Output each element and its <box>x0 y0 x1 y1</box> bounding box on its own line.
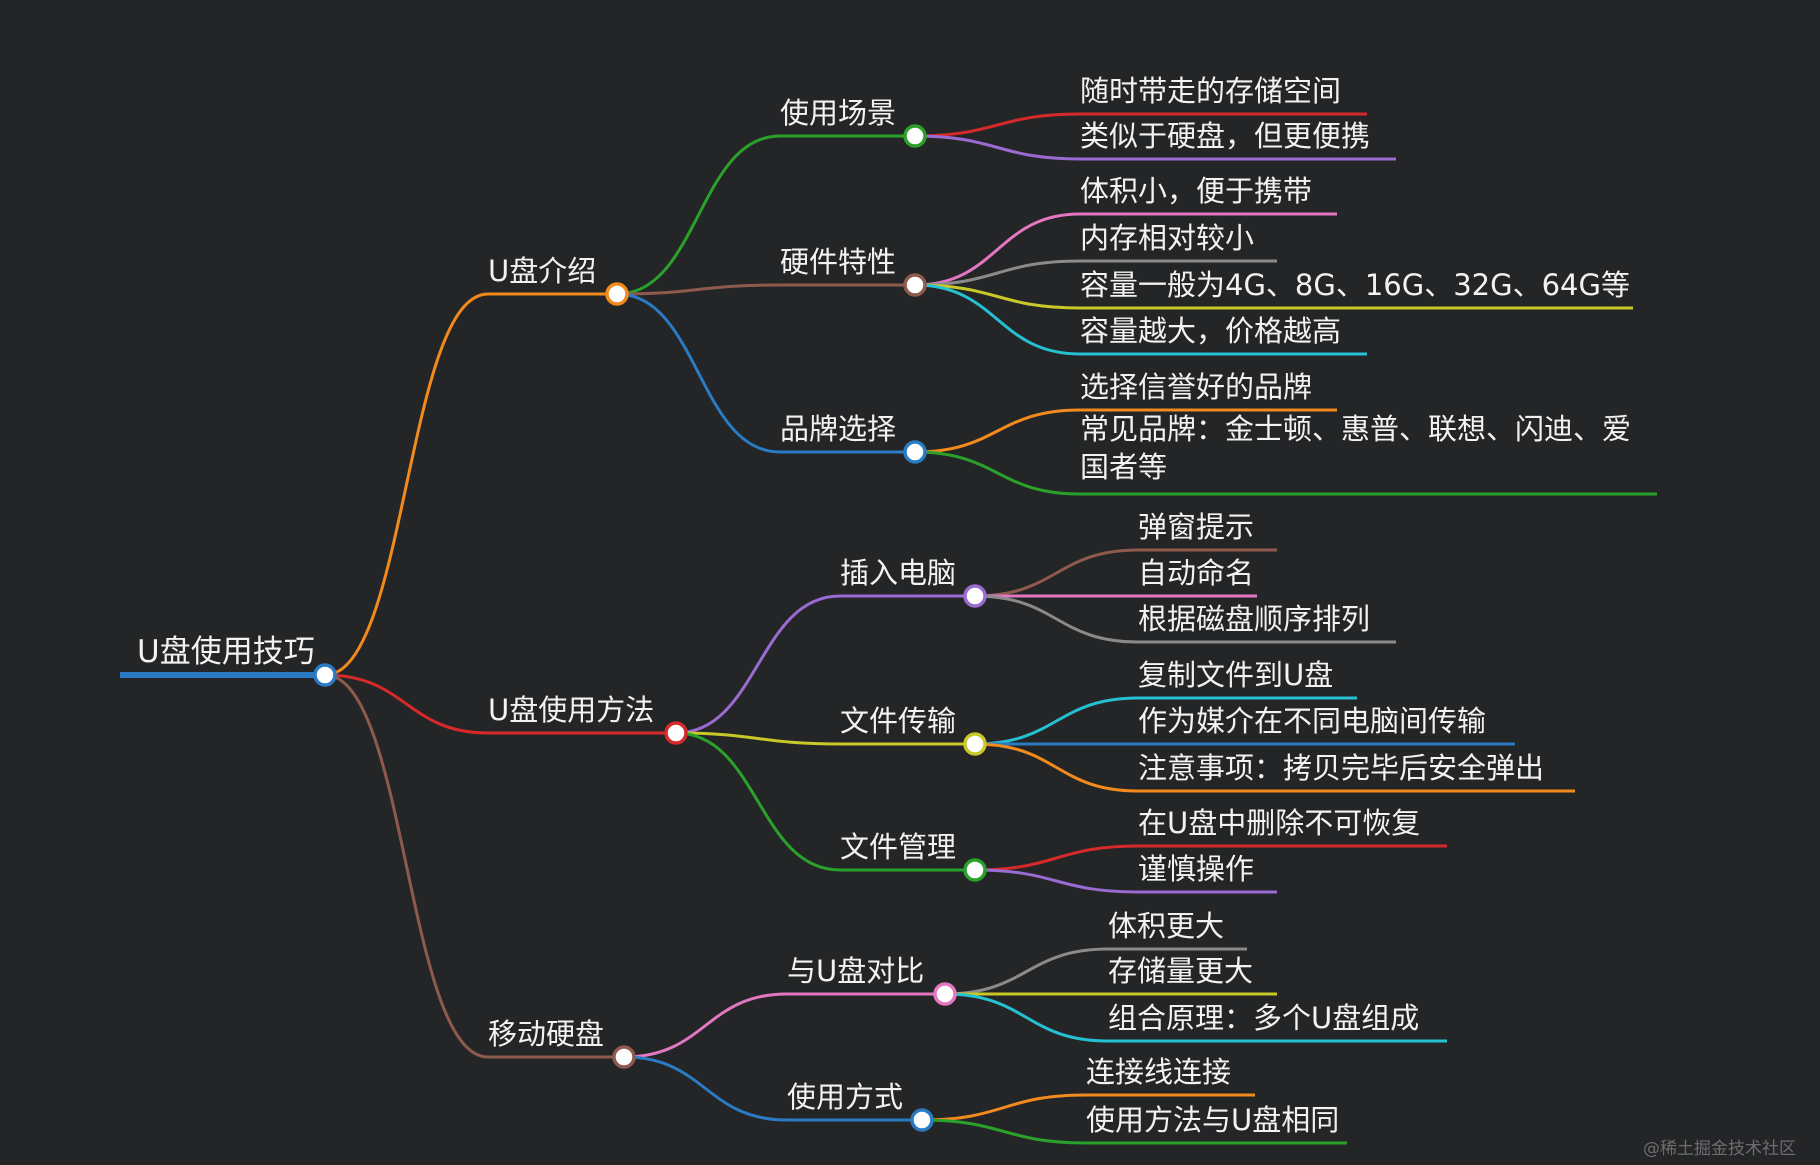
sub-topic-1-0[interactable]: 插入电脑 <box>840 556 957 590</box>
connector-sub-2-0-to-leaf-0 <box>944 947 1109 996</box>
connector-sub-0-1-to-leaf-1 <box>914 259 1081 287</box>
leaf-topic-0-2-0[interactable]: 选择信誉好的品牌 <box>1080 370 1313 404</box>
connector-branch-1-to-sub-1 <box>675 731 841 746</box>
connector-sub-1-2-to-leaf-0 <box>974 844 1139 872</box>
connector-sub-1-0-to-leaf-0 <box>974 548 1139 598</box>
branch-1-topic[interactable]: U盘使用方法 <box>488 693 655 727</box>
sub-0-2-knob[interactable] <box>903 440 927 464</box>
sub-topic-2-0[interactable]: 与U盘对比 <box>787 954 925 988</box>
connector-sub-2-1-to-leaf-0 <box>921 1093 1087 1122</box>
connector-branch-0-to-sub-1 <box>616 283 781 296</box>
sub-0-1-knob[interactable] <box>903 273 927 297</box>
sub-topic-2-1[interactable]: 使用方式 <box>787 1080 904 1114</box>
leaf-topic-1-1-2[interactable]: 注意事项：拷贝完毕后安全弹出 <box>1138 751 1545 785</box>
sub-topic-0-0[interactable]: 使用场景 <box>780 96 897 130</box>
leaf-topic-2-0-2[interactable]: 组合原理：多个U盘组成 <box>1108 1001 1420 1035</box>
leaf-topic-0-0-1[interactable]: 类似于硬盘，但更便携 <box>1080 119 1371 153</box>
connector-sub-0-0-to-leaf-1 <box>914 134 1081 161</box>
leaf-topic-1-2-1[interactable]: 谨慎操作 <box>1138 852 1255 886</box>
connector-sub-1-2-to-leaf-1 <box>974 868 1139 894</box>
connector-root-to-branch-2 <box>324 673 489 1059</box>
leaf-topic-1-1-1[interactable]: 作为媒介在不同电脑间传输 <box>1138 704 1487 738</box>
branch-0-knob[interactable] <box>605 282 629 306</box>
leaf-topic-2-0-0[interactable]: 体积更大 <box>1108 909 1225 943</box>
connector-sub-1-0-to-leaf-2 <box>974 594 1139 644</box>
sub-topic-0-2[interactable]: 品牌选择 <box>780 412 897 446</box>
sub-topic-0-1[interactable]: 硬件特性 <box>780 245 897 279</box>
connector-sub-1-1-to-leaf-2 <box>974 742 1139 793</box>
leaf-topic-2-1-1[interactable]: 使用方法与U盘相同 <box>1086 1103 1340 1137</box>
watermark: @稀土掘金技术社区 <box>1643 1139 1796 1159</box>
leaf-topic-1-0-0[interactable]: 弹窗提示 <box>1138 510 1255 544</box>
leaf-topic-0-1-1[interactable]: 内存相对较小 <box>1080 221 1255 255</box>
connector-sub-2-1-to-leaf-1 <box>921 1118 1087 1145</box>
branch-2-topic[interactable]: 移动硬盘 <box>488 1017 605 1051</box>
leaf-topic-1-0-1[interactable]: 自动命名 <box>1138 556 1255 590</box>
sub-1-2-knob[interactable] <box>963 858 987 882</box>
root-node-knob[interactable] <box>313 663 337 687</box>
sub-2-0-knob[interactable] <box>933 982 957 1006</box>
sub-topic-1-1[interactable]: 文件传输 <box>840 704 957 738</box>
connector-branch-2-to-sub-1 <box>623 1055 788 1122</box>
sub-1-1-knob[interactable] <box>963 732 987 756</box>
sub-2-1-knob[interactable] <box>910 1108 934 1132</box>
sub-0-0-knob[interactable] <box>903 124 927 148</box>
leaf-topic-1-1-0[interactable]: 复制文件到U盘 <box>1138 658 1334 692</box>
connector-sub-0-0-to-leaf-0 <box>914 112 1081 138</box>
connector-sub-1-1-to-leaf-0 <box>974 696 1139 746</box>
connector-sub-0-1-to-leaf-0 <box>914 212 1081 287</box>
leaf-topic-0-1-2[interactable]: 容量一般为4G、8G、16G、32G、64G等 <box>1080 268 1630 302</box>
leaf-topic-0-2-1[interactable]: 常见品牌：金士顿、惠普、联想、闪迪、爱国者等 <box>1080 412 1632 484</box>
leaf-topic-0-0-0[interactable]: 随时带走的存储空间 <box>1080 74 1342 108</box>
leaf-topic-2-0-1[interactable]: 存储量更大 <box>1108 954 1254 988</box>
connector-sub-0-1-to-leaf-2 <box>914 283 1081 310</box>
branch-0-topic[interactable]: U盘介绍 <box>488 254 597 288</box>
connector-branch-2-to-sub-0 <box>623 992 788 1059</box>
connector-branch-1-to-sub-0 <box>675 594 841 735</box>
connector-root-to-branch-0 <box>324 292 489 677</box>
connector-sub-0-1-to-leaf-3 <box>914 283 1081 356</box>
leaf-topic-2-1-0[interactable]: 连接线连接 <box>1086 1055 1232 1089</box>
connector-branch-1-to-sub-2 <box>675 731 841 872</box>
leaf-topic-0-1-3[interactable]: 容量越大，价格越高 <box>1080 314 1342 348</box>
leaf-topic-1-2-0[interactable]: 在U盘中删除不可恢复 <box>1138 806 1421 840</box>
leaf-topic-0-1-0[interactable]: 体积小，便于携带 <box>1080 174 1313 208</box>
connector-sub-0-2-to-leaf-0 <box>914 408 1081 454</box>
root-topic[interactable]: U盘使用技巧 <box>137 634 315 670</box>
connector-branch-0-to-sub-0 <box>616 134 781 296</box>
sub-1-0-knob[interactable] <box>963 584 987 608</box>
connector-root-to-branch-1 <box>324 673 489 735</box>
branch-1-knob[interactable] <box>664 721 688 745</box>
connector-sub-0-2-to-leaf-1 <box>914 450 1081 496</box>
connector-branch-0-to-sub-2 <box>616 292 781 454</box>
branch-2-knob[interactable] <box>612 1045 636 1069</box>
sub-topic-1-2[interactable]: 文件管理 <box>840 830 957 864</box>
leaf-topic-1-0-2[interactable]: 根据磁盘顺序排列 <box>1138 602 1371 636</box>
connector-sub-2-0-to-leaf-2 <box>944 992 1109 1043</box>
